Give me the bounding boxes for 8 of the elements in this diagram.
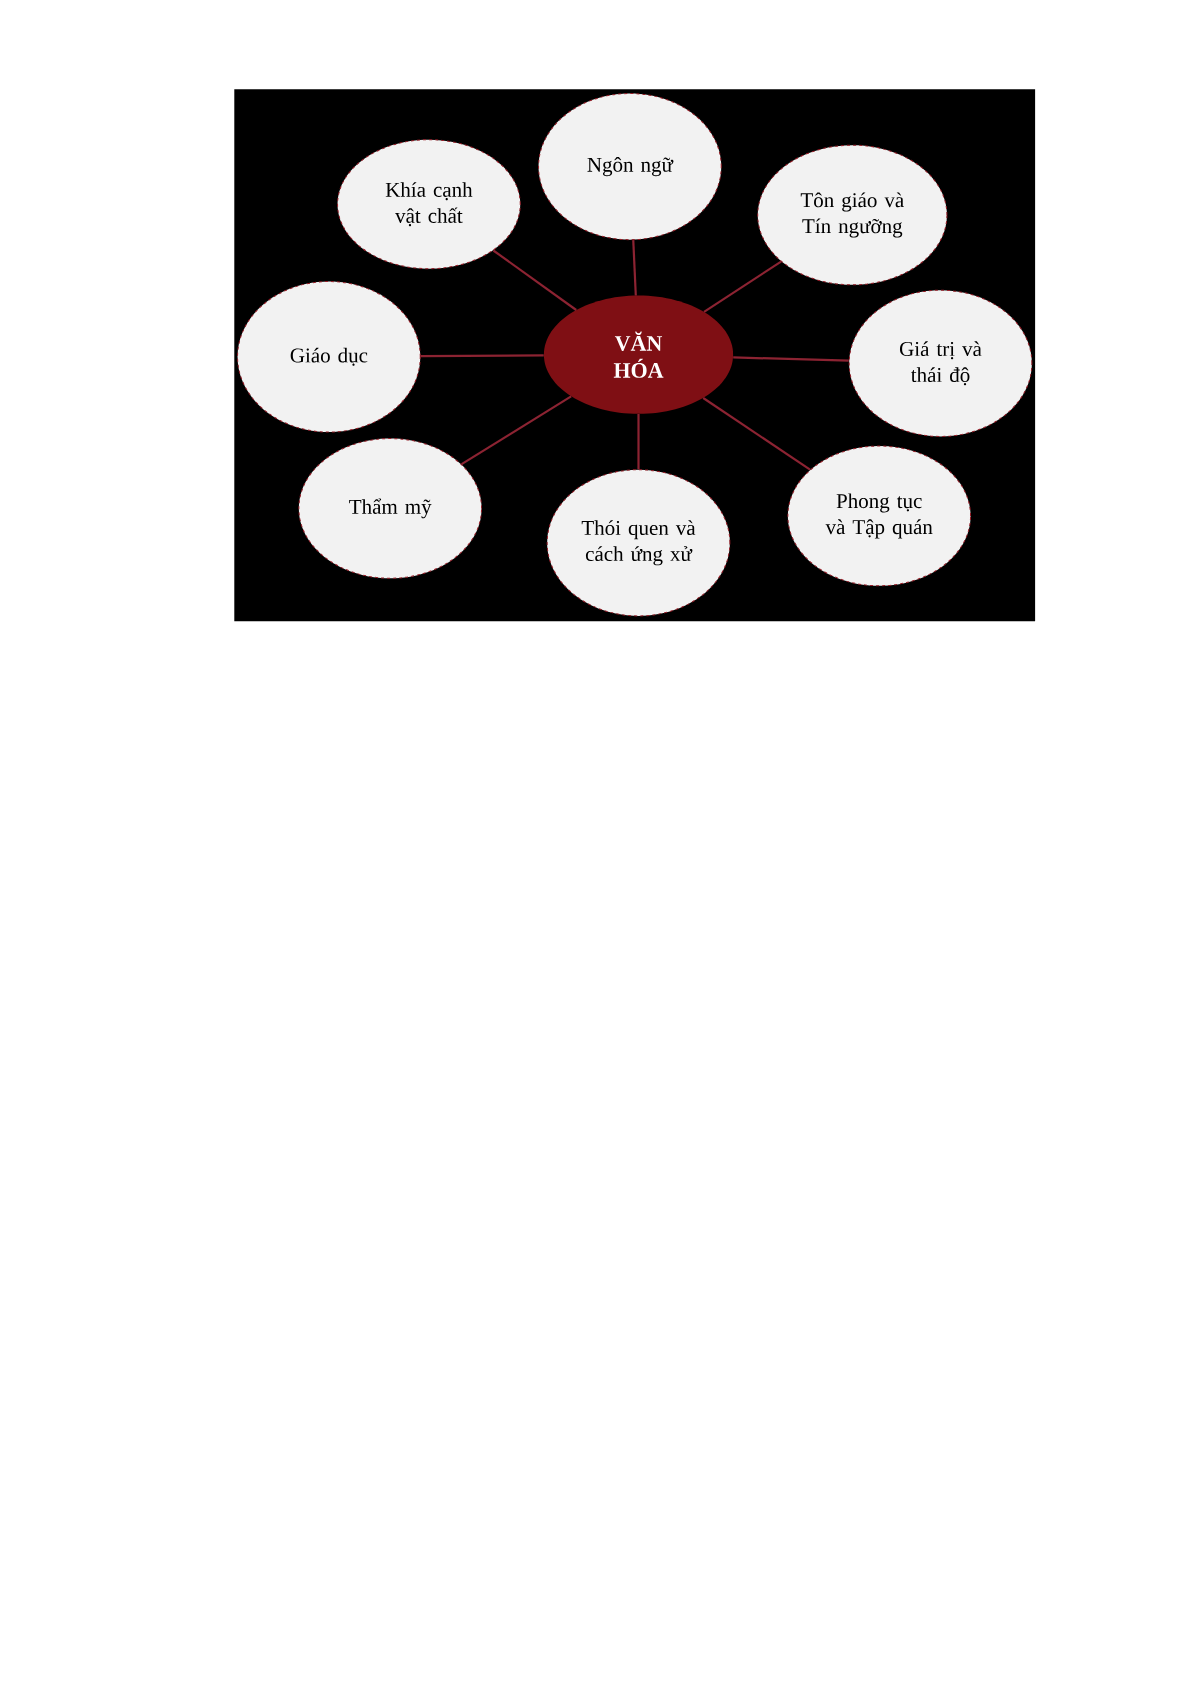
connector-line [461,395,572,466]
connector-line [703,260,782,313]
connector-line [632,240,637,296]
connector-line [733,356,849,362]
connector-line [702,397,811,471]
connector-line [492,249,577,311]
connector-line [420,354,544,358]
connector-line [637,414,640,470]
